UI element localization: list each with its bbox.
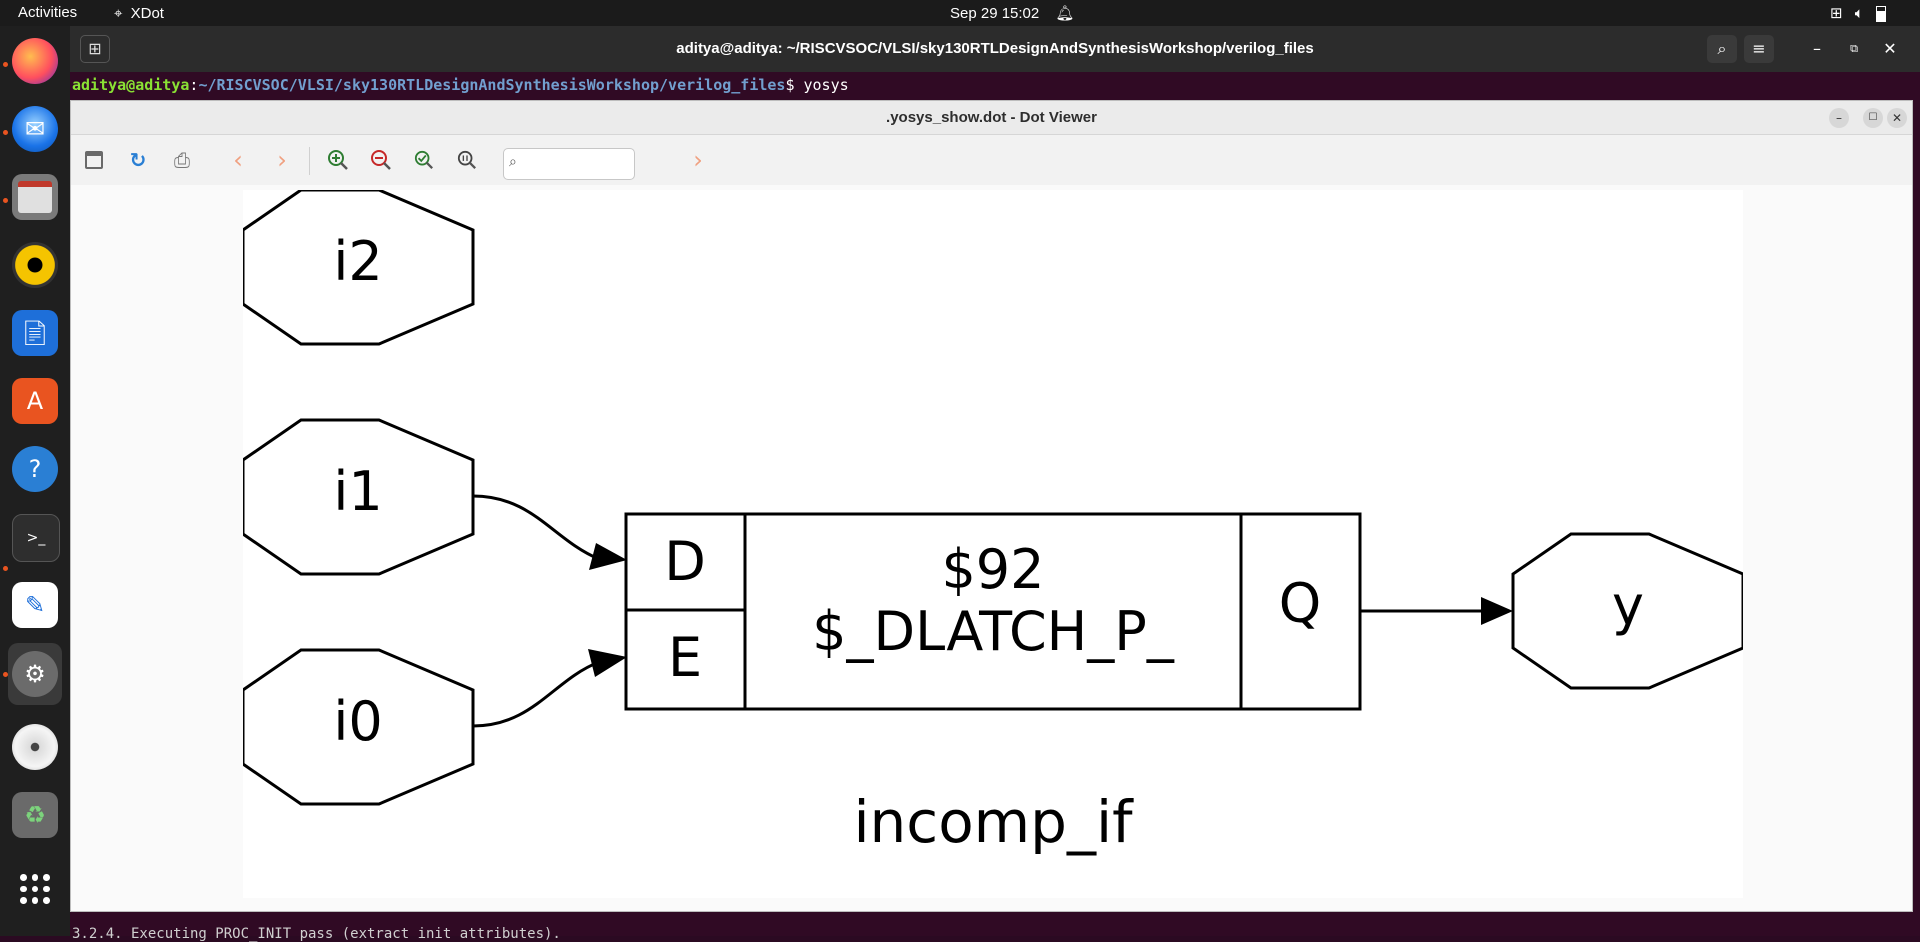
port-q-label: Q [1279, 572, 1322, 635]
folder-shape [18, 181, 52, 213]
terminal-output-line: 3.2.4. Executing PROC_INIT pass (extract… [72, 926, 561, 942]
activities-button[interactable]: Activities [18, 4, 78, 21]
running-indicator [3, 130, 8, 135]
cell-id-label: $92 [941, 538, 1044, 601]
minimize-icon[interactable]: – [1813, 39, 1821, 58]
terminal-header: ⊞ aditya@aditya: ~/RISCVSOC/VLSI/sky130R… [70, 26, 1920, 72]
toolbar-separator [309, 147, 310, 175]
port-e-label: E [668, 626, 702, 689]
zoom-100-icon[interactable] [452, 145, 482, 175]
bell-icon: 🔔︎ [1055, 4, 1075, 22]
dot-viewer-window: .yosys_show.dot - Dot Viewer – ☐ ✕ ↻ ⎙ ‹… [70, 100, 1913, 912]
clock-text: Sep 29 15:02 [950, 5, 1040, 22]
print-icon[interactable]: ⎙ [174, 148, 190, 172]
cell-type-label: $_DLATCH_P_ [812, 600, 1175, 663]
new-tab-icon[interactable]: ⊞ [80, 35, 110, 63]
back-icon[interactable]: ‹ [233, 146, 243, 174]
terminal-icon[interactable]: >_ [12, 514, 60, 562]
forward-icon[interactable]: › [277, 146, 287, 174]
viewer-title: .yosys_show.dot - Dot Viewer [886, 109, 1097, 126]
terminal-prompt: aditya@aditya:~/RISCVSOC/VLSI/sky130RTLD… [72, 76, 849, 94]
xdot-app-icon: ⌖ [114, 4, 123, 22]
reload-icon[interactable]: ↻ [129, 148, 147, 172]
edge-i1-d [472, 494, 600, 561]
viewer-titlebar: .yosys_show.dot - Dot Viewer – ☐ ✕ [71, 101, 1912, 135]
graph-canvas[interactable]: i2 i1 i0 D E $92 $_DLATCH_P_ Q [241, 188, 1745, 898]
software-icon[interactable]: A [12, 378, 58, 424]
disc-icon[interactable] [12, 724, 58, 770]
show-apps-icon[interactable] [20, 874, 50, 904]
input-node-i2[interactable] [241, 188, 475, 346]
prompt-path: ~/RISCVSOC/VLSI/sky130RTLDesignAndSynthe… [198, 76, 786, 94]
app-menu[interactable]: ⌖ XDot [114, 0, 164, 26]
close-icon[interactable]: ✕ [1883, 39, 1897, 58]
input-node-i1[interactable] [241, 418, 475, 576]
text-editor-icon[interactable]: ✎ [12, 582, 58, 628]
settings-icon[interactable]: ⚙ [12, 651, 58, 697]
module-name-label: incomp_if [853, 788, 1134, 856]
graph-svg: i2 i1 i0 D E $92 $_DLATCH_P_ Q [241, 188, 1745, 856]
rhythmbox-icon[interactable] [12, 242, 58, 288]
viewer-toolbar: ↻ ⎙ ‹ › ⌕ › [71, 135, 1912, 185]
viewer-close-icon[interactable]: ✕ [1887, 108, 1907, 128]
files-icon[interactable] [12, 174, 58, 220]
help-icon[interactable]: ? [12, 446, 58, 492]
arrowhead-e [588, 649, 627, 677]
find-icon: ⌕ [509, 154, 517, 170]
input-node-i0[interactable] [241, 648, 475, 806]
firefox-icon[interactable] [12, 38, 58, 84]
clock[interactable]: Sep 29 15:02 🔔︎ [950, 0, 1074, 26]
find-input[interactable] [503, 148, 635, 180]
maximize-icon[interactable]: ⧉ [1850, 42, 1858, 55]
app-name: XDot [130, 5, 164, 22]
menu-icon[interactable]: ≡ [1744, 35, 1774, 63]
input-label-i2: i2 [333, 230, 382, 293]
terminal-title: aditya@aditya: ~/RISCVSOC/VLSI/sky130RTL… [676, 40, 1314, 57]
network-icon: ⊞ [1830, 4, 1843, 22]
zoom-out-icon[interactable] [366, 145, 396, 175]
running-indicator [3, 198, 8, 203]
edge-i0-e [472, 660, 600, 728]
viewer-maximize-icon[interactable]: ☐ [1863, 108, 1883, 128]
prompt-command: $ yosys [785, 76, 849, 94]
running-indicator [3, 566, 8, 571]
find-next-icon[interactable]: › [693, 146, 703, 174]
input-label-i1: i1 [333, 460, 382, 523]
top-bar: Activities ⌖ XDot Sep 29 15:02 🔔︎ ⊞ 🔈︎ [0, 0, 1920, 26]
search-icon[interactable]: ⌕ [1707, 35, 1737, 63]
output-node-y[interactable] [1511, 532, 1745, 690]
running-indicator [3, 672, 8, 677]
arrowhead-y [1481, 597, 1513, 625]
input-label-i0: i0 [333, 690, 382, 753]
writer-icon[interactable]: 📄︎ [12, 310, 58, 356]
zoom-fit-icon[interactable] [409, 145, 439, 175]
battery-icon [1875, 6, 1886, 23]
thunderbird-icon[interactable]: ✉ [12, 106, 58, 152]
dock: ✉ 📄︎ A ? >_ ✎ ⚙ ♻ [0, 26, 70, 936]
viewer-minimize-icon[interactable]: – [1829, 108, 1849, 128]
arrowhead-d [589, 543, 627, 570]
system-menu[interactable]: ⊞ 🔈︎ [1830, 0, 1886, 26]
running-indicator [3, 62, 8, 67]
port-d-label: D [664, 530, 706, 593]
prompt-user: aditya@aditya [72, 76, 190, 94]
volume-icon: 🔈︎ [1854, 4, 1864, 22]
open-file-icon[interactable] [79, 145, 109, 175]
zoom-in-icon[interactable] [323, 145, 353, 175]
trash-icon[interactable]: ♻ [12, 792, 58, 838]
output-label-y: y [1612, 574, 1644, 637]
